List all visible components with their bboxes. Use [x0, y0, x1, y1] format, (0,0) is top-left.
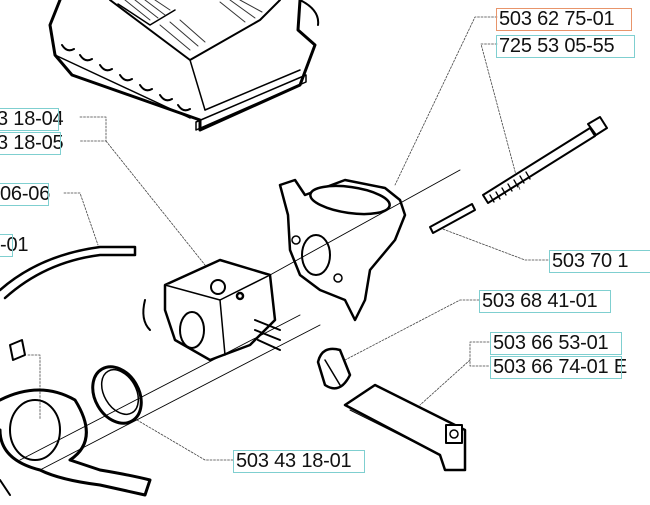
part-number-label-503-66-74-01[interactable]: 503 66 74-01 E: [490, 356, 627, 379]
part-number-label-06-06[interactable]: 06-06: [0, 183, 51, 206]
air-filter-cover-icon: [48, 0, 320, 132]
part-number-label-503-43-18-01[interactable]: 503 43 18-01: [233, 450, 365, 473]
choke-knob-icon: [316, 347, 352, 390]
part-number-label-503-68-41-01[interactable]: 503 68 41-01: [479, 290, 611, 313]
part-number-text: 503 62 75-01: [499, 8, 615, 30]
throttle-trigger-icon: [343, 383, 467, 472]
part-number-label-18-05[interactable]: 3 18-05: [0, 132, 64, 155]
part-number-text: 503 70 1: [552, 250, 629, 272]
fuel-hose-icon: [0, 245, 137, 300]
part-number-text: -01: [0, 234, 29, 256]
part-number-label-503-66-53-01[interactable]: 503 66 53-01: [490, 332, 622, 355]
part-number-label-503-70-1[interactable]: 503 70 1: [549, 250, 650, 273]
part-number-label-725-53-05-55[interactable]: 725 53 05-55: [496, 35, 635, 58]
part-number-text: 503 66 74-01 E: [493, 356, 627, 378]
long-bolt-icon: [429, 116, 608, 234]
part-number-text: 725 53 05-55: [499, 35, 615, 57]
part-number-text: 06-06: [0, 183, 51, 205]
part-number-label-503-62-75-01[interactable]: 503 62 75-01: [496, 8, 632, 31]
part-number-text: 3 18-05: [0, 132, 64, 154]
intake-manifold-icon: [278, 178, 407, 322]
carburetor-icon: [142, 258, 281, 362]
part-number-label-01-left[interactable]: -01: [0, 234, 29, 257]
part-number-text: 503 68 41-01: [482, 290, 598, 312]
part-number-text: 3 18-04: [0, 108, 64, 130]
part-number-text: 503 43 18-01: [236, 450, 352, 472]
part-number-label-18-04[interactable]: 3 18-04: [0, 108, 64, 131]
part-number-text: 503 66 53-01: [493, 332, 609, 354]
rubber-intake-ring-icon: [91, 365, 143, 425]
spacer-sleeve-icon: [429, 203, 476, 234]
carburetor-bracket-icon: [0, 339, 152, 497]
